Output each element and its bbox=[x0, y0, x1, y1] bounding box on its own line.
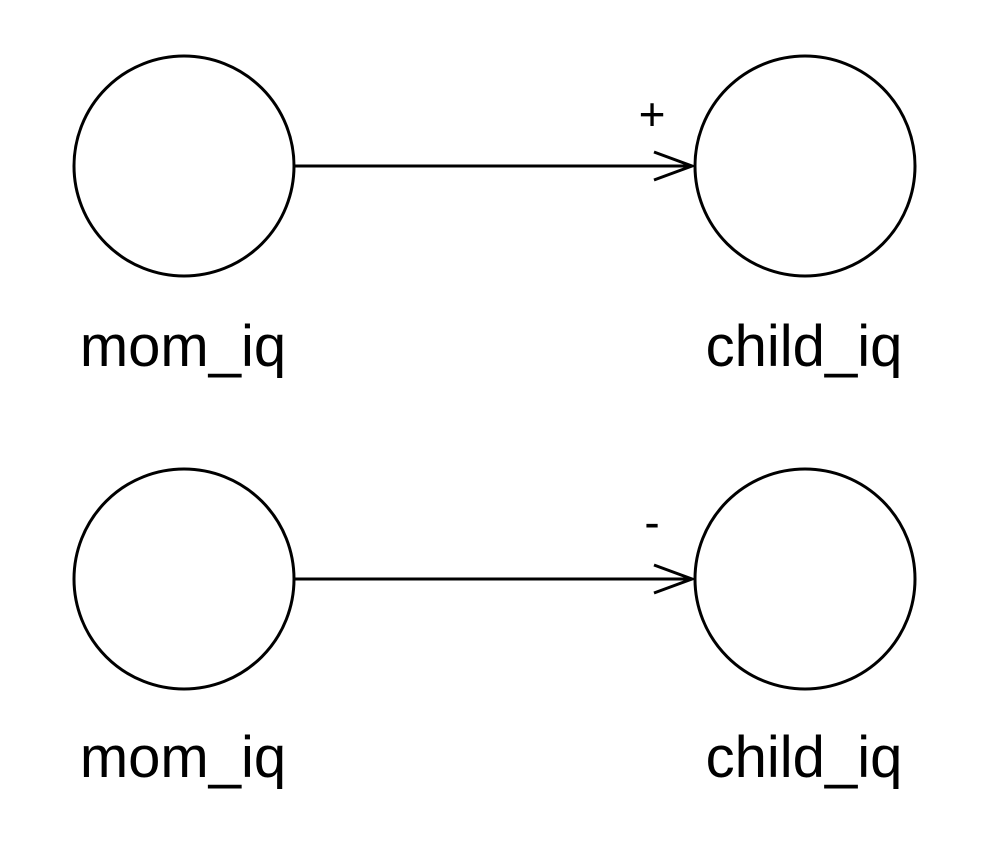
diagram-negative: - mom_iq child_iq bbox=[72, 467, 917, 790]
arrowhead-icon bbox=[653, 150, 697, 182]
node-target-label: child_iq bbox=[706, 314, 903, 379]
node-target[interactable] bbox=[693, 54, 917, 278]
edge-sign-label: + bbox=[639, 88, 666, 140]
node-target[interactable] bbox=[693, 467, 917, 691]
node-source[interactable] bbox=[72, 467, 296, 691]
node-source-label: mom_iq bbox=[80, 314, 286, 379]
node-source[interactable] bbox=[72, 54, 296, 278]
node-target-label: child_iq bbox=[706, 725, 903, 790]
arrowhead-icon bbox=[653, 563, 697, 595]
node-source-label: mom_iq bbox=[80, 725, 286, 790]
edge-sign-label: - bbox=[644, 496, 659, 548]
diagram-positive: + mom_iq child_iq bbox=[72, 54, 917, 379]
